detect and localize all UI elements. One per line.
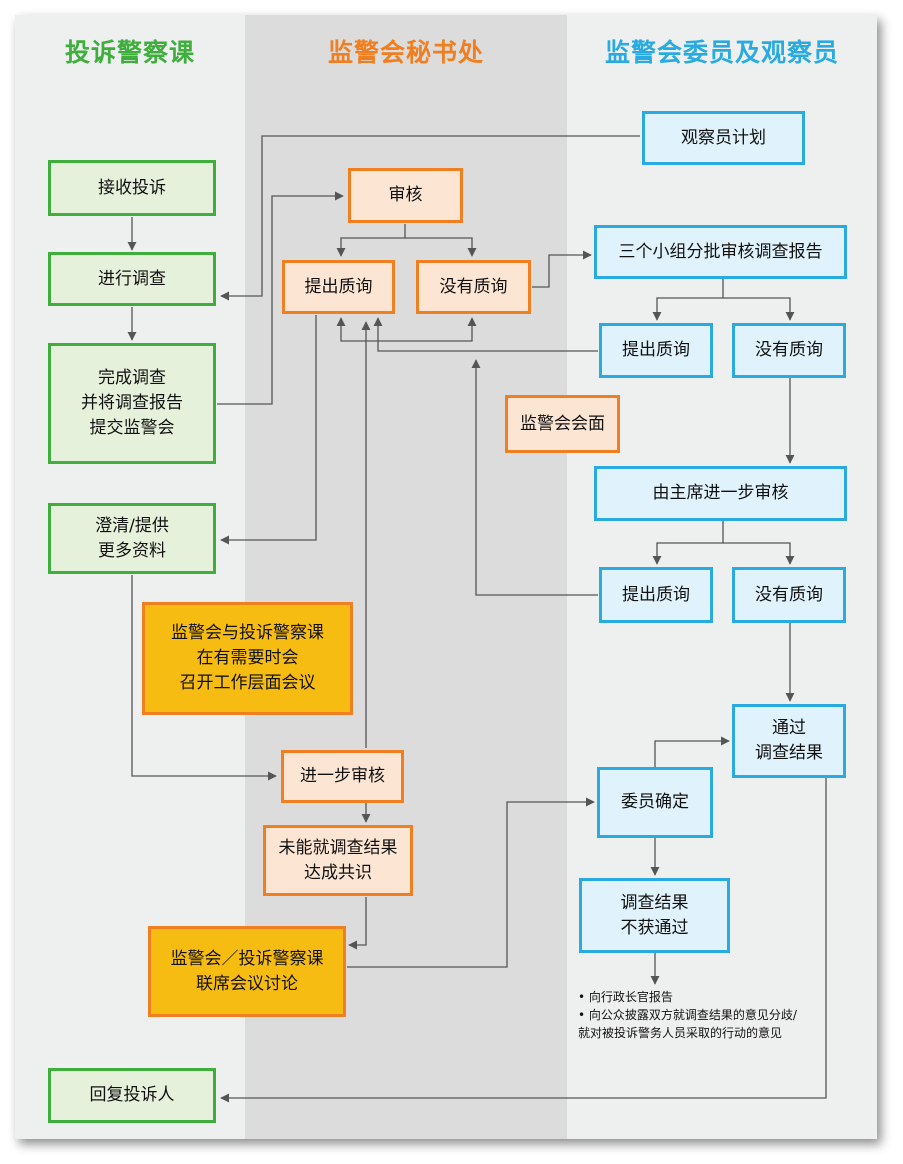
lane-title-secretariat: 监警会秘书处 — [327, 38, 484, 67]
working-meeting-box: 监警会与投诉警察课 在有需要时会 召开工作层面会议 — [142, 602, 353, 715]
endorse-results-box: 通过 调查结果 — [732, 704, 846, 778]
note-line: • 向行政长官报告 — [578, 990, 673, 1004]
member-confirm-box: 委员确定 — [597, 767, 713, 838]
observer-scheme-box: 观察员计划 — [642, 111, 805, 165]
no-consensus-box: 未能就调查结果 达成共识 — [263, 825, 413, 896]
reply-complainant-box: 回复投诉人 — [48, 1068, 216, 1123]
no-query-box-2: 没有质询 — [732, 323, 846, 378]
note-line: 就对被投诉警务人员采取的行动的意见 — [578, 1026, 783, 1040]
lane-title-complaints: 投诉警察课 — [64, 38, 195, 67]
receive-complaint-box: 接收投诉 — [48, 160, 216, 216]
no-query-box-1: 没有质询 — [416, 260, 531, 314]
joint-meeting-box: 监警会／投诉警察课 联席会议讨论 — [148, 926, 346, 1017]
chair-review-box: 由主席进一步审核 — [594, 466, 847, 521]
conduct-investigation-box: 进行调查 — [48, 252, 216, 306]
clarify-info-box: 澄清/提供 更多资料 — [48, 503, 216, 574]
no-query-box-3: 没有质询 — [732, 567, 846, 623]
report-notes: • 向行政长官报告 • 向公众披露双方就调查结果的意见分歧/ 就对被投诉警务人员… — [578, 988, 797, 1042]
raise-query-box-1: 提出质询 — [282, 260, 395, 314]
raise-query-box-3: 提出质询 — [599, 567, 713, 623]
vetting-box: 审核 — [348, 168, 463, 223]
raise-query-box-2: 提出质询 — [599, 323, 713, 378]
further-review-box: 进一步审核 — [281, 750, 404, 803]
note-line: • 向公众披露双方就调查结果的意见分歧/ — [578, 1008, 797, 1022]
council-meeting-box: 监警会会面 — [505, 395, 620, 453]
panel-vetting-box: 三个小组分批审核调查报告 — [594, 225, 847, 279]
lane-title-council: 监警会委员及观察员 — [604, 38, 839, 67]
not-endorse-box: 调查结果 不获通过 — [579, 878, 730, 953]
complete-investigation-box: 完成调查 并将调查报告 提交监警会 — [48, 343, 216, 464]
